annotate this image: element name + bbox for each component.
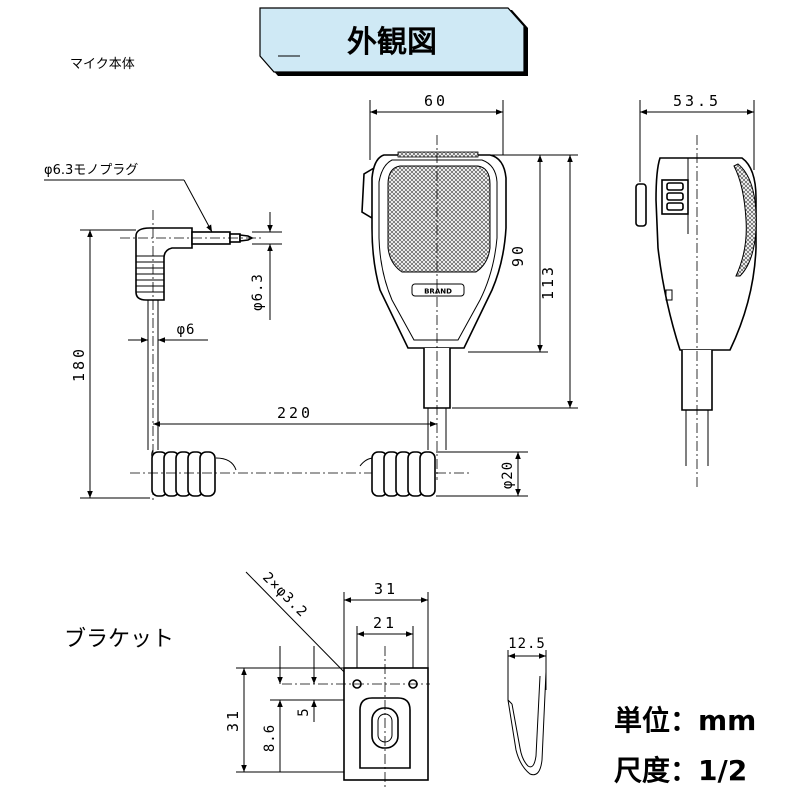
coil-right: [359, 451, 436, 497]
drawing-title: 外観図: [347, 25, 437, 60]
dim-coil-diameter: φ20: [500, 461, 516, 489]
brand-badge: BRAND: [424, 288, 452, 296]
mic-side-view: 53.5: [635, 92, 757, 490]
dim-bracket-width-31: 31: [374, 580, 398, 598]
mic-front-view: 60 BRAND 90 113: [361, 92, 578, 480]
coil-left: [151, 449, 237, 497]
dim-plug-diameter: φ6.3: [250, 273, 266, 311]
dim-bracket-5: 5: [296, 707, 312, 716]
dim-length-180: 180: [70, 346, 88, 382]
dim-cord-diameter: φ6: [177, 322, 196, 338]
dim-width-60: 60: [424, 92, 448, 110]
dim-bracket-depth-12-5: 12.5: [508, 636, 546, 652]
title-banner: 外観図: [259, 7, 528, 76]
dim-length-220: 220: [277, 404, 313, 422]
dim-hole-pitch-21: 21: [373, 614, 397, 632]
bracket-label: ブラケット: [64, 627, 174, 652]
bracket-side-view: 12.5: [507, 636, 547, 776]
dim-depth-53-5: 53.5: [673, 92, 721, 110]
dim-bracket-height-31: 31: [224, 708, 242, 732]
dim-height-90: 90: [509, 243, 527, 267]
dim-height-113: 113: [539, 264, 557, 300]
dim-holes: 2×φ3.2: [259, 570, 310, 621]
scale-label: 尺度：1/2: [614, 754, 747, 787]
plug-label: φ6.3モノプラグ: [44, 163, 138, 178]
unit-label: 単位：mm: [614, 704, 756, 737]
plug-and-cord: φ6.3モノプラグ φ6.3: [44, 163, 528, 500]
bracket-front-view: 31 21 2×φ3.2 31 8.6 5: [224, 570, 430, 790]
mic-body-label: マイク本体: [70, 57, 135, 72]
dim-bracket-8-6: 8.6: [262, 724, 278, 752]
